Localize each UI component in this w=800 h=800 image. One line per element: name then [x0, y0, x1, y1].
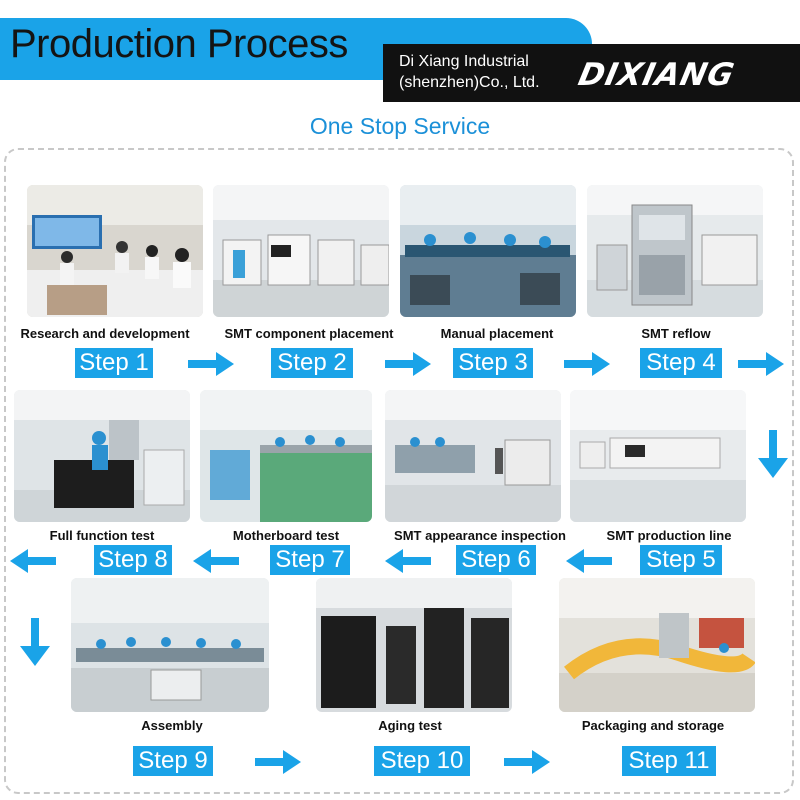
- arrow-right-icon: [385, 352, 431, 376]
- step-3-caption: Manual placement: [440, 326, 554, 341]
- step-11-caption: Packaging and storage: [581, 718, 725, 733]
- step-6-caption: SMT appearance inspection: [394, 528, 566, 543]
- step-2-caption: SMT component placement: [224, 326, 394, 341]
- step-1-caption: Research and development: [20, 326, 190, 341]
- inspection-photo: [385, 390, 561, 522]
- workbench-photo: [400, 185, 576, 317]
- smt-machines-photo: [213, 185, 389, 317]
- arrow-right-icon: [564, 352, 610, 376]
- step-7-caption: Motherboard test: [232, 528, 340, 543]
- step-6-label: Step 6: [456, 545, 536, 575]
- reflow-oven-photo: [587, 185, 763, 317]
- conveyor-photo: [559, 578, 755, 712]
- step-10-label: Step 10: [374, 746, 470, 776]
- meeting-room-photo: [27, 185, 203, 317]
- step-8-caption: Full function test: [49, 528, 155, 543]
- arrow-left-icon: [385, 549, 431, 573]
- company-name: Di Xiang Industrial (shenzhen)Co., Ltd.: [399, 51, 540, 93]
- arrow-left-icon: [193, 549, 239, 573]
- arrow-right-icon: [738, 352, 784, 376]
- step-5-caption: SMT production line: [606, 528, 732, 543]
- step-10-caption: Aging test: [378, 718, 442, 733]
- step-9-label: Step 9: [133, 746, 213, 776]
- step-4-caption: SMT reflow: [641, 326, 711, 341]
- page-title: Production Process: [10, 22, 348, 66]
- step-5-label: Step 5: [640, 545, 722, 575]
- section-subtitle: One Stop Service: [309, 113, 491, 139]
- motherboard-line-photo: [200, 390, 372, 522]
- company-name-line1: Di Xiang Industrial: [399, 53, 529, 70]
- arrow-right-icon: [255, 750, 301, 774]
- step-9-caption: Assembly: [141, 718, 203, 733]
- step-2-label: Step 2: [271, 348, 353, 378]
- arrow-left-icon: [566, 549, 612, 573]
- step-4-label: Step 4: [640, 348, 722, 378]
- process-frame: [4, 148, 794, 794]
- arrow-right-icon: [188, 352, 234, 376]
- step-11-label: Step 11: [622, 746, 716, 776]
- company-panel: Di Xiang Industrial (shenzhen)Co., Ltd. …: [383, 44, 800, 102]
- step-3-label: Step 3: [453, 348, 533, 378]
- production-line-photo: [570, 390, 746, 522]
- company-name-line2: (shenzhen)Co., Ltd.: [399, 74, 540, 91]
- brand-logo: DIXIANG: [575, 57, 738, 93]
- step-8-label: Step 8: [94, 545, 172, 575]
- arrow-down-icon: [758, 430, 788, 478]
- step-7-label: Step 7: [270, 545, 350, 575]
- arrow-left-icon: [10, 549, 56, 573]
- aging-racks-photo: [316, 578, 512, 712]
- arrow-right-icon: [504, 750, 550, 774]
- assembly-hall-photo: [71, 578, 269, 712]
- arrow-down-icon: [20, 618, 50, 666]
- test-station-photo: [14, 390, 190, 522]
- step-1-label: Step 1: [75, 348, 153, 378]
